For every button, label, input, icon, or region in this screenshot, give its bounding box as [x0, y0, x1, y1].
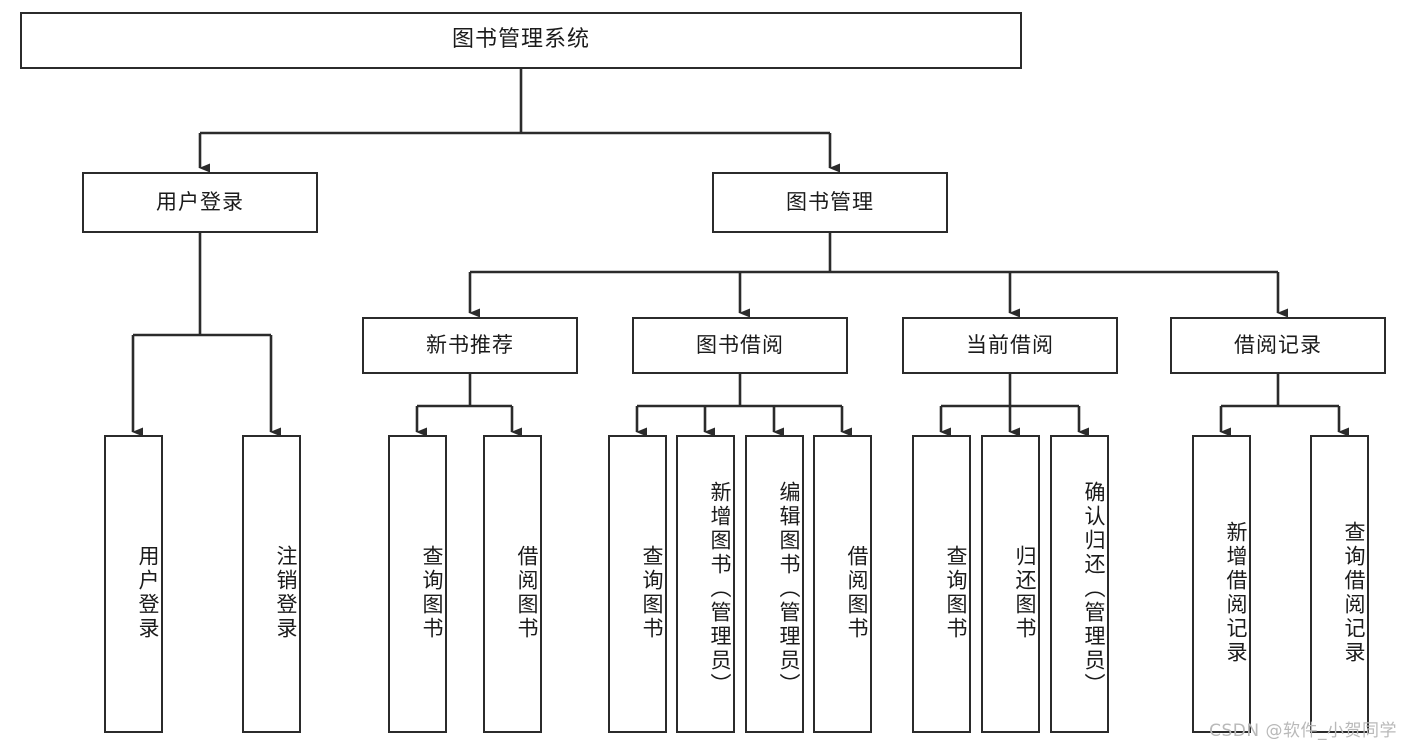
leaf-recommend-borrow-book[interactable]: 借阅图书 — [483, 435, 542, 733]
leaf-user-login-signin[interactable]: 用户登录 — [104, 435, 163, 733]
node-root-system[interactable]: 图书管理系统 — [20, 12, 1022, 69]
leaf-current-query-book[interactable]: 查询图书 — [912, 435, 971, 733]
leaf-current-confirm-return-admin[interactable]: 确认归还（管理员） — [1050, 435, 1109, 733]
leaf-user-login-signout[interactable]: 注销登录 — [242, 435, 301, 733]
leaf-borrow-borrow-book[interactable]: 借阅图书 — [813, 435, 872, 733]
node-book-borrow[interactable]: 图书借阅 — [632, 317, 848, 374]
node-borrow-record[interactable]: 借阅记录 — [1170, 317, 1386, 374]
leaf-borrow-edit-book-admin[interactable]: 编辑图书（管理员） — [745, 435, 804, 733]
leaf-borrow-add-book-admin[interactable]: 新增图书（管理员） — [676, 435, 735, 733]
node-user-login[interactable]: 用户登录 — [82, 172, 318, 233]
leaf-record-add-borrow-record[interactable]: 新增借阅记录 — [1192, 435, 1251, 733]
leaf-recommend-query-book[interactable]: 查询图书 — [388, 435, 447, 733]
node-book-management[interactable]: 图书管理 — [712, 172, 948, 233]
leaf-record-query-borrow-record[interactable]: 查询借阅记录 — [1310, 435, 1369, 733]
leaf-current-return-book[interactable]: 归还图书 — [981, 435, 1040, 733]
node-new-book-recommend[interactable]: 新书推荐 — [362, 317, 578, 374]
leaf-borrow-query-book[interactable]: 查询图书 — [608, 435, 667, 733]
node-current-borrow[interactable]: 当前借阅 — [902, 317, 1118, 374]
